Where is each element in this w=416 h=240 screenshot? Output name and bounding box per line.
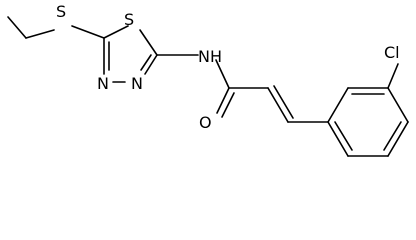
bond-c2-n3	[144, 54, 158, 75]
bond-ring-c3-c4	[387, 87, 409, 123]
bond-ethyl-ch2-s	[25, 29, 55, 39]
bond-ring-c6-c1	[327, 121, 349, 157]
bond-alpha-beta-double	[273, 85, 294, 119]
bond-s1-c2	[139, 29, 158, 56]
atom-label-s-thioether: S	[56, 2, 66, 21]
atom-label-n-right: N	[131, 74, 143, 93]
bond-c2-n3-double	[140, 54, 152, 71]
bond-ring-c1-c2	[327, 87, 349, 123]
bond-nh-carbonyl	[215, 59, 230, 89]
bond-ring-c6-c1-double	[334, 121, 353, 151]
bond-carbonyl-o-double	[221, 92, 235, 118]
atom-label-cl: Cl	[384, 43, 400, 62]
bond-carbonyl-o	[216, 87, 230, 114]
bond-c5-s1	[103, 25, 129, 39]
atom-label-s-ring: S	[124, 10, 134, 29]
bond-ring-cl	[387, 63, 399, 89]
atom-label-n-left: N	[97, 74, 109, 93]
chemical-structure-diagram: S S N N NH O Cl	[7, 2, 409, 157]
bond-ring-c4-c5-double	[383, 121, 402, 151]
bond-alpha-beta	[267, 87, 289, 123]
bond-ethyl-ch3-ch2	[7, 16, 27, 39]
atom-label-nh: NH	[198, 47, 222, 66]
atom-label-o: O	[199, 113, 212, 132]
bond-ring-c4-c5	[387, 121, 409, 157]
bond-s-ring-c5	[71, 25, 105, 39]
